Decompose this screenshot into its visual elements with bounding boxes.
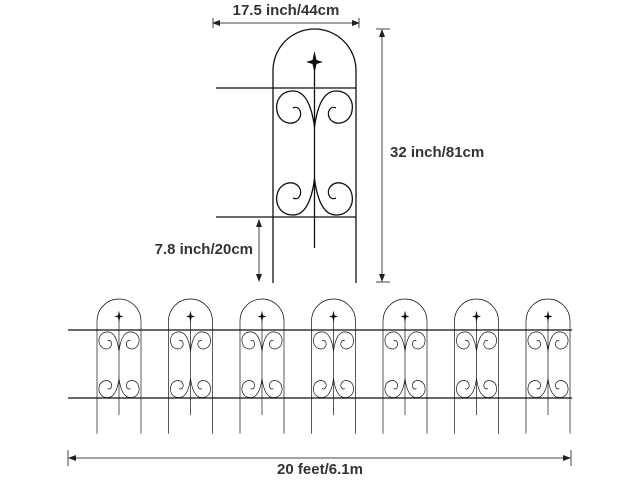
stake-depth-label: 7.8 inch/20cm: [155, 241, 253, 258]
panel-height-label: 32 inch/81cm: [390, 144, 484, 161]
detail-panel: [216, 28, 357, 284]
fence-panel: [382, 298, 428, 434]
fence-panel: [454, 298, 499, 434]
fence-panel: [525, 298, 571, 434]
panel-width-label: 17.5 inch/44cm: [233, 2, 340, 19]
fence-row: [68, 298, 572, 434]
fence-panel: [311, 298, 356, 434]
fence-panel: [168, 298, 213, 434]
fence-panel: [239, 298, 285, 434]
total-length-label: 20 feet/6.1m: [277, 461, 363, 478]
fence-panel: [96, 298, 142, 434]
